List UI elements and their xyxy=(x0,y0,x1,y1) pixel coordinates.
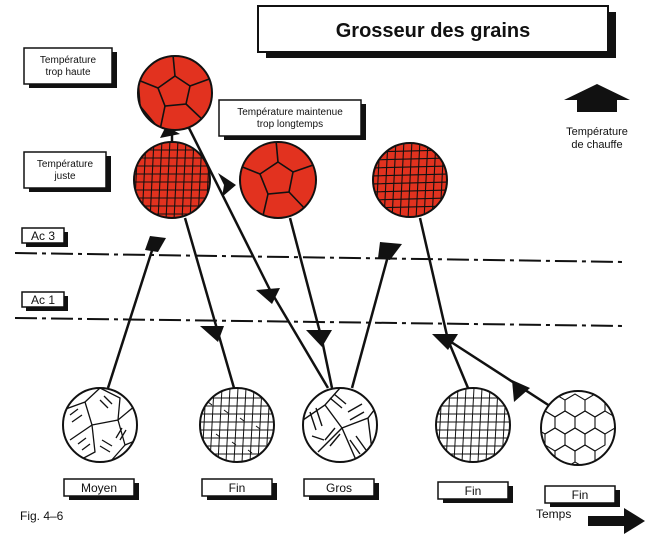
tag-label: Fin xyxy=(572,488,589,502)
label-temp-trop-haute: Température trop haute xyxy=(24,48,117,88)
tag-label: Fin xyxy=(229,481,246,495)
title: Grosseur des grains xyxy=(336,20,531,42)
arrow-down-icon xyxy=(306,330,332,347)
label-line: juste xyxy=(53,171,76,182)
time-label: Temps xyxy=(536,507,571,521)
time-arrow-icon xyxy=(588,508,645,534)
micro-fin-2 xyxy=(436,388,510,462)
micro-gros xyxy=(303,388,378,462)
micro-fin-1 xyxy=(200,388,274,462)
label-temp-juste: Température juste xyxy=(24,152,111,192)
tag-label: Fin xyxy=(465,484,482,498)
arrow-down-icon xyxy=(432,334,458,350)
label-temp-maintenue: Température maintenue trop longtemps xyxy=(219,100,366,140)
micro-moyen xyxy=(63,388,137,462)
ac1-line xyxy=(15,318,625,326)
label-line: Température xyxy=(40,55,97,66)
grain-trop-haute xyxy=(138,55,212,130)
arrow-up-icon xyxy=(145,236,166,252)
title-box: Grosseur des grains xyxy=(258,6,616,58)
heat-label-line: de chauffe xyxy=(571,139,622,151)
tag-label: Gros xyxy=(326,481,352,495)
tag-moyen: Moyen xyxy=(64,479,139,500)
micro-fin-3 xyxy=(535,391,615,468)
tag-fin-3: Fin xyxy=(545,486,620,507)
label-line: Température xyxy=(37,159,94,170)
heat-label-line: Température xyxy=(566,126,628,138)
figure-label: Fig. 4–6 xyxy=(20,509,64,523)
ac3-label: Ac 3 xyxy=(31,229,55,243)
label-line: Température maintenue xyxy=(237,107,343,118)
tag-label: Moyen xyxy=(81,481,117,495)
grain-reheated xyxy=(370,140,450,220)
tag-gros: Gros xyxy=(304,479,379,500)
grain-juste xyxy=(130,140,220,220)
tag-fin-1: Fin xyxy=(202,479,277,500)
tag-fin-2: Fin xyxy=(438,482,513,503)
arrow-up-icon xyxy=(378,242,402,260)
label-line: trop haute xyxy=(45,67,90,78)
heat-arrow-icon xyxy=(564,84,630,112)
label-line: trop longtemps xyxy=(257,119,323,130)
ac1-label: Ac 1 xyxy=(31,293,55,307)
grain-maintenue xyxy=(240,140,316,220)
ac3-tag: Ac 3 xyxy=(22,228,68,247)
ac1-tag: Ac 1 xyxy=(22,292,68,311)
ac3-line xyxy=(15,253,625,262)
